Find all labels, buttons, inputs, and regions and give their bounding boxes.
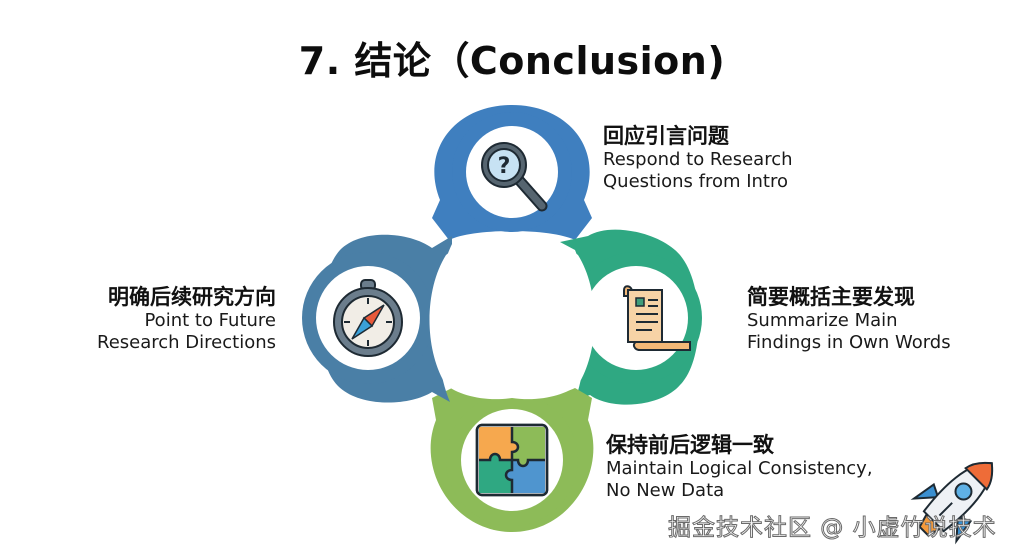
step-desc-en-line2: Findings in Own Words [747,331,951,353]
step-title-zh: 保持前后逻辑一致 [606,433,774,457]
step-desc-en-line1: Summarize Main [747,310,898,332]
page-title: 7. 结论（Conclusion) [298,39,726,83]
step-desc-en-line2: Research Directions [97,331,276,353]
center-hub [429,239,595,400]
compass-icon [333,279,403,357]
step-title-zh: 简要概括主要发现 [747,285,915,309]
step-desc-en-line2: Questions from Intro [603,170,789,192]
scroll-document-icon [623,285,691,351]
svg-text:?: ? [498,154,511,179]
step-desc-en-line1: Maintain Logical Consistency, [606,458,873,480]
magnifier-question-icon: ? [481,142,548,212]
watermark: 掘金技术社区 @ 小虚竹说技术 [668,515,997,542]
step-desc-en-line2: No New Data [606,479,725,501]
step-label-top: 回应引言问题 Respond to Research Questions fro… [603,124,793,192]
step-label-left: 明确后续研究方向 Point to Future Research Direct… [97,285,276,353]
step-label-right: 简要概括主要发现 Summarize Main Findings in Own … [747,285,951,353]
step-label-bottom: 保持前后逻辑一致 Maintain Logical Consistency, N… [606,433,873,501]
puzzle-icon [475,423,549,497]
step-desc-en-line1: Point to Future [144,310,276,332]
step-title-zh: 回应引言问题 [603,124,729,148]
rocket-icon [910,461,994,545]
step-desc-en-line1: Respond to Research [603,149,793,171]
step-title-zh: 明确后续研究方向 [108,285,276,309]
